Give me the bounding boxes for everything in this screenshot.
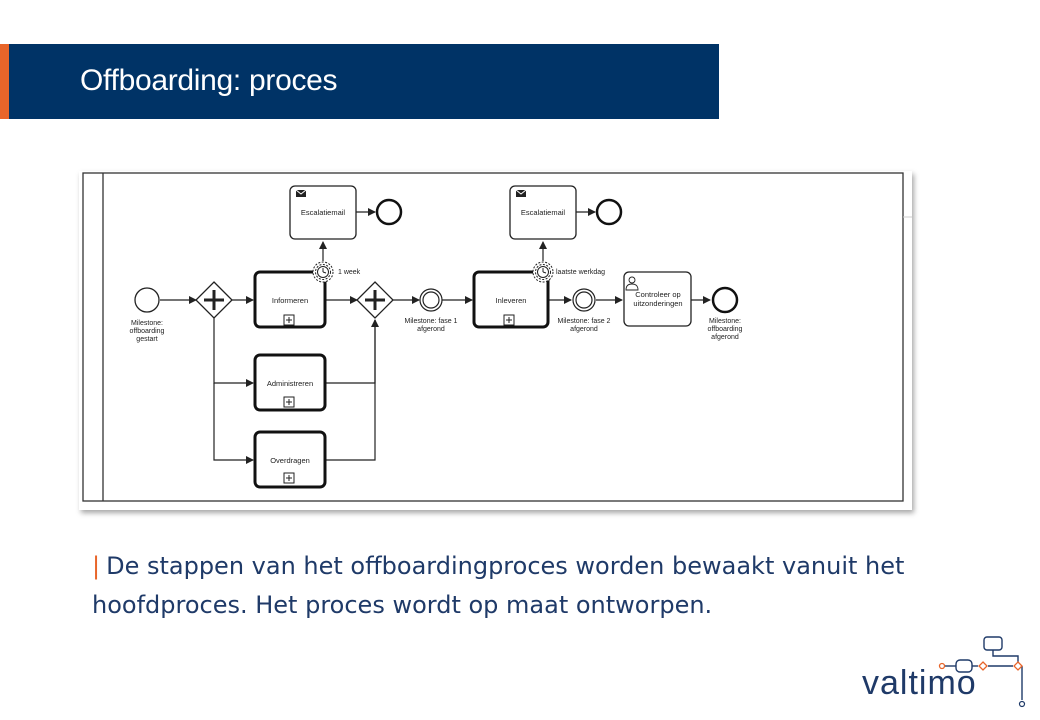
timer-boundary-event-1 [312,261,334,283]
task-administreren: Administreren [253,353,327,412]
end-event-label-2: offboarding [708,326,743,333]
fase-2-label-2: afgerond [570,326,598,333]
task-inleveren: Inleveren [472,270,550,329]
fase-1-label-1: Milestone: fase 1 [405,318,458,325]
svg-text:uitzonderingen: uitzonderingen [633,299,682,308]
pool-border [82,172,904,502]
start-event-label-2: offboarding [130,328,165,335]
caption: |De stappen van het offboardingproces wo… [92,547,952,625]
start-event-label-3: gestart [136,336,157,343]
start-event-label-1: Milestone: [131,320,163,327]
svg-text:Escalatiemail: Escalatiemail [521,208,566,217]
caption-marker: | [92,552,101,580]
svg-text:Overdragen: Overdragen [270,456,310,465]
timer-boundary-event-2 [532,261,554,283]
fase-2-label-1: Milestone: fase 2 [558,318,611,325]
task-overdragen: Overdragen [253,430,327,489]
user-task-icon [625,276,639,291]
logo-process-icon [938,636,1026,708]
svg-text:Informeren: Informeren [272,296,308,305]
task-escalatiemail-1: Escalatiemail [289,185,357,240]
end-event-escalatie-1 [375,198,403,226]
fase-1-label-2: afgerond [417,326,445,333]
start-event [134,287,160,313]
timer-1-label: 1 week [338,269,361,276]
task-escalatiemail-2: Escalatiemail [509,185,577,240]
logo-text: valtimo [862,664,977,702]
title-accent [0,44,9,119]
end-event-escalatie-2 [595,198,623,226]
task-informeren: Informeren [253,270,327,329]
task-controleer-uitzonderingen: Controleer op uitzonderingen [623,271,692,327]
slide-title: Offboarding: proces [80,64,338,97]
end-event-label-3: afgerond [711,334,739,341]
caption-text: De stappen van het offboardingproces wor… [92,552,905,619]
svg-text:Administreren: Administreren [267,379,313,388]
bpmn-diagram: Milestone: offboarding gestart Informere… [79,171,912,510]
svg-text:Controleer op: Controleer op [635,290,680,299]
timer-2-label: laatste werkdag [556,269,605,276]
parallel-gateway-join [356,281,394,319]
svg-text:Inleveren: Inleveren [496,296,527,305]
valtimo-logo: valtimo [858,632,1028,712]
svg-text:Escalatiemail: Escalatiemail [301,208,346,217]
end-event-label-1: Milestone: [709,318,741,325]
parallel-gateway-split [195,281,233,319]
intermediate-event-fase-2 [572,288,596,312]
title-bar: Offboarding: proces [0,44,719,119]
intermediate-event-fase-1 [419,288,443,312]
end-event [711,286,739,314]
